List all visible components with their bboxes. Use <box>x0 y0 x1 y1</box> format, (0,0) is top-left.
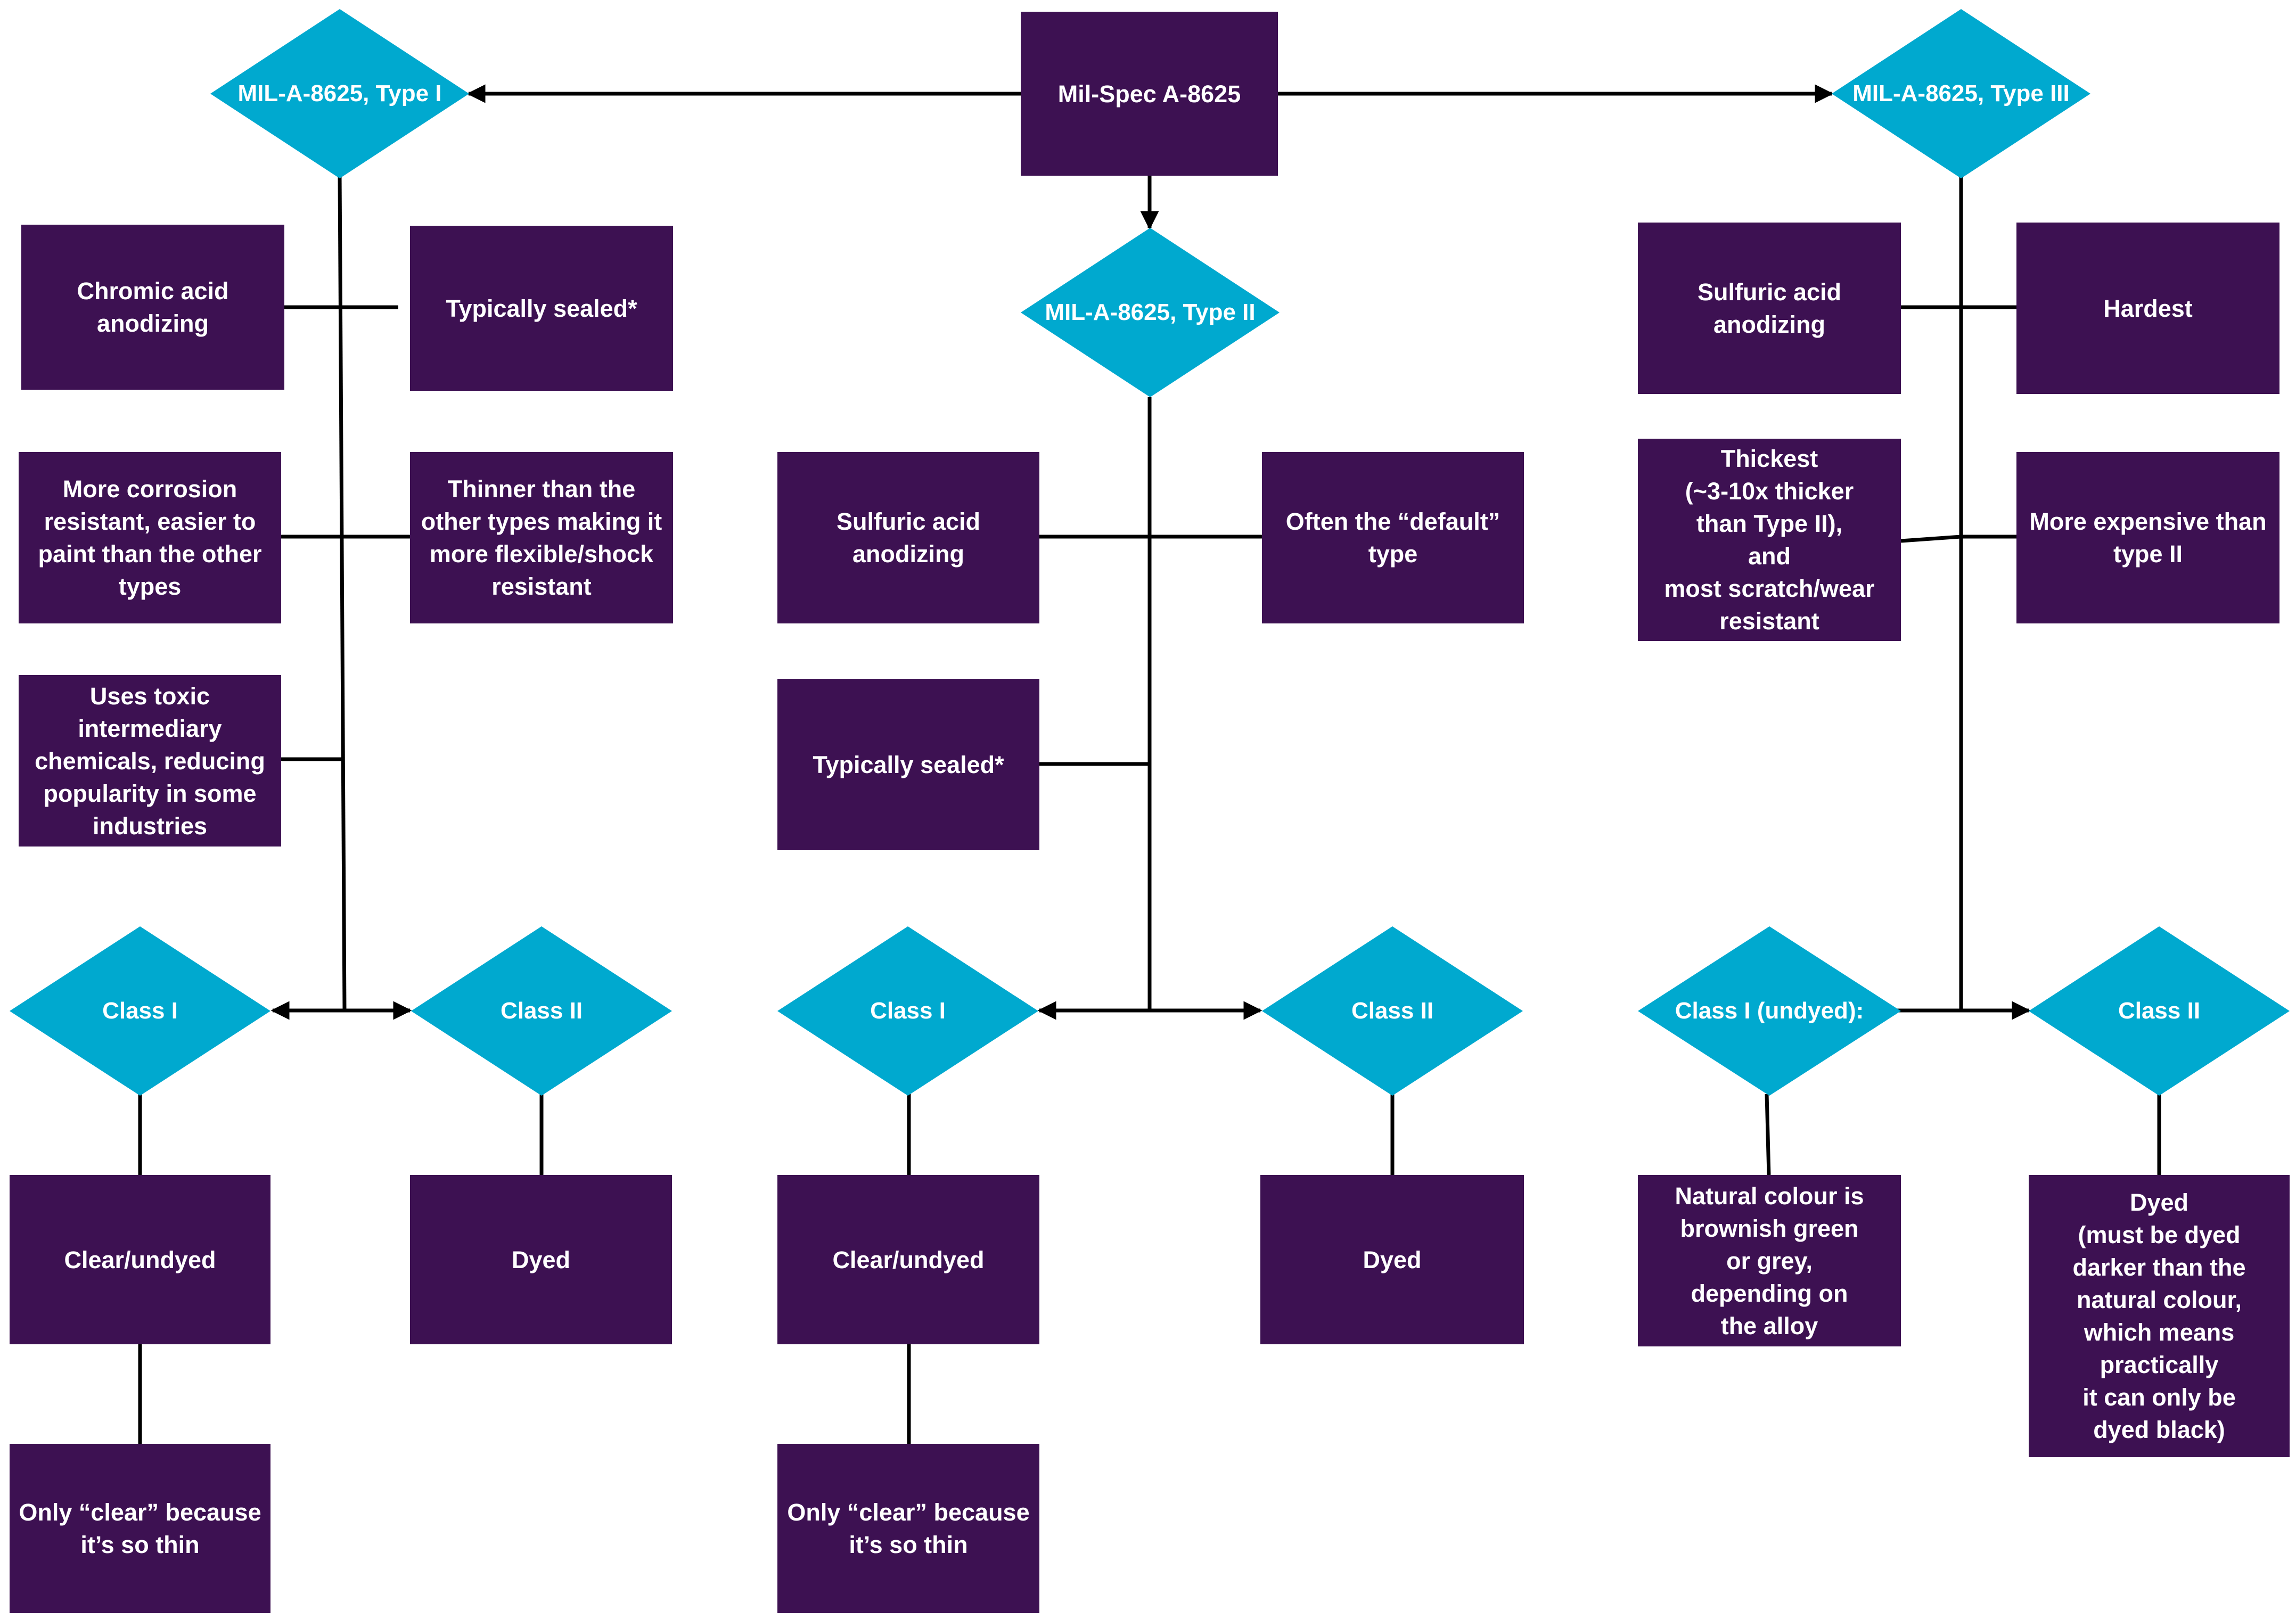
diamond-shape <box>10 926 270 1096</box>
type1-feature-thinner: Thinner than the other types making it m… <box>410 452 673 623</box>
type2-diamond: MIL-A-8625, Type II <box>1021 228 1280 397</box>
type2-feature-sealed: Typically sealed* <box>777 679 1039 850</box>
type3-feature-expensive: More expensive than type II <box>2016 452 2279 623</box>
root-node: Mil-Spec A-8625 <box>1021 12 1278 176</box>
type3-class2-label: Class II <box>2118 998 2201 1024</box>
type2-class1-diamond: Class I <box>777 926 1038 1096</box>
type1-class2-label: Class II <box>500 998 583 1024</box>
type1-feature-corrosion: More corrosion resistant, easier to pain… <box>19 452 281 623</box>
type3-class2-diamond: Class II <box>2029 926 2290 1096</box>
diamond-shape <box>411 926 672 1096</box>
type2-class2-box: Dyed <box>1260 1175 1524 1344</box>
type3-diamond: MIL-A-8625, Type III <box>1832 9 2090 178</box>
type2-class2-diamond: Class II <box>1262 926 1523 1096</box>
diamond-shape <box>1262 926 1523 1096</box>
type3-class1-box: Natural colour is brownish green or grey… <box>1638 1175 1901 1346</box>
type2-feature-default: Often the “default” type <box>1262 452 1524 623</box>
type3-label: MIL-A-8625, Type III <box>1852 80 2070 106</box>
type3-class1-label: Class I (undyed): <box>1675 998 1864 1024</box>
type2-label: MIL-A-8625, Type II <box>1045 299 1256 325</box>
type3-feature-thickest: Thickest (~3-10x thicker than Type II), … <box>1638 439 1901 641</box>
diamond-shape <box>1638 926 1901 1096</box>
type3-feature-sulfuric: Sulfuric acid anodizing <box>1638 223 1901 394</box>
type2-class2-label: Class II <box>1351 998 1434 1024</box>
type1-class1-box: Clear/undyed <box>10 1175 270 1344</box>
type1-class1-label: Class I <box>102 998 178 1024</box>
type2-class1-note: Only “clear” because it’s so thin <box>777 1444 1039 1613</box>
type1-class1-note: Only “clear” because it’s so thin <box>10 1444 270 1613</box>
diamond-shape <box>2029 926 2290 1096</box>
type1-diamond: MIL-A-8625, Type I <box>210 9 469 178</box>
diamond-shape <box>1021 228 1280 397</box>
type3-feature-hardest: Hardest <box>2016 223 2279 394</box>
diamond-shape <box>777 926 1038 1096</box>
type2-feature-sulfuric: Sulfuric acid anodizing <box>777 452 1039 623</box>
type1-feature-chromic: Chromic acid anodizing <box>21 225 284 390</box>
type2-class1-label: Class I <box>870 998 946 1024</box>
type1-feature-toxic: Uses toxic intermediary chemicals, reduc… <box>19 675 281 847</box>
type1-class2-box: Dyed <box>410 1175 672 1344</box>
spine-type1 <box>338 175 347 1011</box>
diamond-shape <box>210 9 469 178</box>
type1-class2-diamond: Class II <box>411 926 672 1096</box>
type1-feature-sealed: Typically sealed* <box>410 226 673 391</box>
type2-class1-box: Clear/undyed <box>777 1175 1039 1344</box>
type3-class2-box: Dyed (must be dyed darker than the natur… <box>2029 1175 2290 1457</box>
type1-class1-diamond: Class I <box>10 926 270 1096</box>
type3-class1-diamond: Class I (undyed): <box>1638 926 1901 1096</box>
diamond-shape <box>1832 9 2090 178</box>
type1-label: MIL-A-8625, Type I <box>237 80 442 106</box>
